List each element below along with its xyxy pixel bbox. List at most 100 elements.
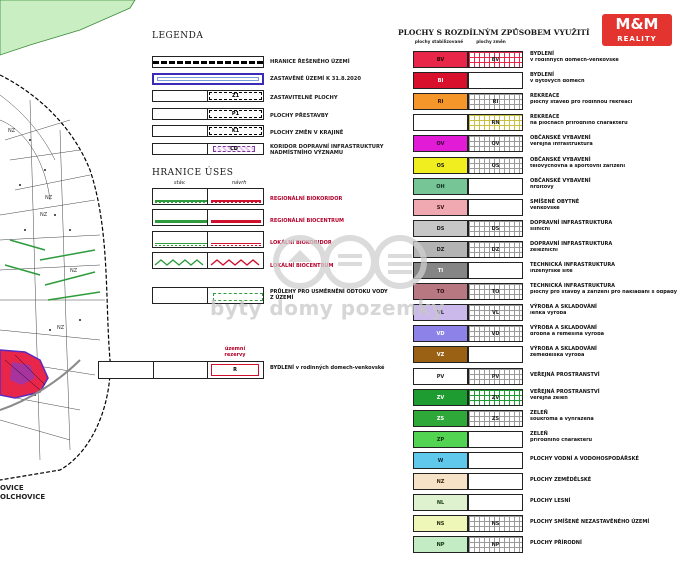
landuse-label-main: ZELEŇ: [530, 431, 548, 437]
landuse-label-main: BYDLENÍ: [530, 51, 554, 57]
landuse-swatch-change: [468, 431, 523, 448]
landuse-swatch-change: OV: [468, 135, 523, 152]
landuse-swatch-change: [468, 178, 523, 195]
uses-label: REGIONÁLNÍ BIOKORIDOR: [270, 196, 343, 202]
landuse-label-sub: tělovýchovná a sportovní zařízení: [530, 164, 626, 169]
landuse-col-change: plochy změn: [476, 39, 506, 44]
landuse-label-main: VÝROBA A SKLADOVÁNÍ: [530, 325, 597, 331]
legend-swatch-buildable: Z1: [152, 90, 264, 102]
legend-label: HRANICE ŘEŠENÉHO ÚZEMÍ: [270, 59, 350, 65]
legend-title: LEGENDA: [152, 31, 204, 41]
reserve-label: BYDLENÍ v rodinných domech-venkovské: [270, 365, 385, 371]
landuse-label-main: REKREACE: [530, 114, 560, 120]
landuse-label-main: PLOCHY VODNÍ A VODOHOSPODÁŘSKÉ: [530, 456, 639, 462]
legend-swatch-boundary: [152, 56, 264, 68]
landuse-label-main: PLOCHY LESNÍ: [530, 498, 571, 504]
landuse-swatch-change: [468, 452, 523, 469]
landuse-swatch-stabilized: VL: [413, 304, 468, 321]
landuse-label-sub: zemědělská výroba: [530, 353, 585, 358]
landuse-swatch-change: VD: [468, 325, 523, 342]
legend-label: ZASTAVITELNÉ PLOCHY: [270, 95, 338, 101]
landuse-title: PLOCHY S ROZDÍLNÝM ZPŮSOBEM VYUŽITÍ: [398, 28, 590, 37]
landuse-label-sub: v bytových domech: [530, 79, 585, 84]
landuse-swatch-change: OS: [468, 157, 523, 174]
legend-label: PLOCHY PŘESTAVBY: [270, 113, 329, 119]
landuse-swatch-change: TO: [468, 283, 523, 300]
landuse-label-main: OBČANSKÉ VYBAVENÍ: [530, 178, 591, 184]
map-zone-mark: NZ: [40, 212, 48, 218]
landuse-label-main: ZELEŇ: [530, 410, 548, 416]
uses-col-proposed: návrh: [232, 180, 247, 186]
landuse-label-main: VÝROBA A SKLADOVÁNÍ: [530, 346, 597, 352]
landuse-label-sub: inženýrské sítě: [530, 269, 573, 274]
uses-label: LOKÁLNÍ BIOKORIDOR: [270, 240, 332, 246]
map-zone-mark: NZ: [57, 325, 65, 331]
landuse-label-main: REKREACE: [530, 93, 560, 99]
landuse-label-main: PLOCHY PŘÍRODNÍ: [530, 540, 582, 546]
landuse-label-main: DOPRAVNÍ INFRASTRUKTURA: [530, 220, 613, 226]
reserve-swatch: R: [98, 361, 264, 379]
landuse-label-sub: veřejná infrastruktura: [530, 142, 593, 147]
legend-swatch-landscape-change: K1: [152, 125, 264, 137]
landuse-label-main: PLOCHY ZEMĚDĚLSKÉ: [530, 477, 592, 483]
uses-title: HRANICE ÚSES: [152, 168, 234, 178]
uses-swatch-reg-corridor: [152, 188, 264, 205]
landuse-label-main: OBČANSKÉ VYBAVENÍ: [530, 135, 591, 141]
landuse-label-main: DOPRAVNÍ INFRASTRUKTURA: [530, 241, 613, 247]
landuse-swatch-stabilized: [413, 114, 468, 131]
landuse-swatch-change: ZV: [468, 389, 523, 406]
uses-swatch-loc-corridor: [152, 231, 264, 248]
landuse-swatch-stabilized: NS: [413, 515, 468, 532]
landuse-swatch-stabilized: BV: [413, 51, 468, 68]
landuse-label-sub: silniční: [530, 227, 550, 232]
landuse-swatch-change: ZS: [468, 410, 523, 427]
watermark-text: byty domy pozemky: [210, 296, 445, 320]
landuse-swatch-stabilized: VZ: [413, 346, 468, 363]
landuse-swatch-change: PV: [468, 368, 523, 385]
legend-swatch-redevelopment: P1: [152, 108, 264, 120]
map-zone-mark: NZ: [45, 195, 53, 201]
landuse-swatch-change: NP: [468, 536, 523, 553]
landuse-label-main: TECHNICKÁ INFRASTRUKTURA: [530, 283, 616, 289]
landuse-swatch-stabilized: OH: [413, 178, 468, 195]
landuse-swatch-change: [468, 199, 523, 216]
logo-sub: REALITY: [617, 35, 657, 43]
logo-brand: M&M: [615, 15, 659, 33]
landuse-label-sub: drobná a řemeslná výroba: [530, 332, 605, 337]
landuse-label-main: OBČANSKÉ VYBAVENÍ: [530, 157, 591, 163]
landuse-swatch-change: [468, 346, 523, 363]
legend-label: PLOCHY ZMĚN V KRAJINĚ: [270, 130, 344, 136]
landuse-swatch-change: BV: [468, 51, 523, 68]
uses-label: LOKÁLNÍ BIOCENTRUM: [270, 263, 334, 269]
landuse-label-sub: plochy staveb pro rodinnou rekreaci: [530, 100, 633, 105]
landuse-swatch-change: NS: [468, 515, 523, 532]
reserve-header: územní rezervy: [224, 346, 246, 358]
landuse-swatch-stabilized: BI: [413, 72, 468, 89]
landuse-label-sub: na plochách přírodního charakteru: [530, 121, 628, 126]
map-town-label: OVICE: [0, 484, 24, 492]
landuse-swatch-stabilized: VD: [413, 325, 468, 342]
landuse-label-main: SMÍŠENÉ OBYTNÉ: [530, 199, 580, 205]
landuse-swatch-stabilized: ZV: [413, 389, 468, 406]
map-zone-mark: NZ: [70, 268, 78, 274]
landuse-label-sub: soukromá a vyhrazená: [530, 417, 594, 422]
map-excerpt: [0, 0, 140, 568]
legend-swatch-built-up: [152, 73, 264, 85]
landuse-swatch-stabilized: SV: [413, 199, 468, 216]
landuse-swatch-change: [468, 262, 523, 279]
landuse-swatch-change: DS: [468, 220, 523, 237]
legend-label: KORIDOR DOPRAVNÍ INFRASTRUKTURY NADMÍSTN…: [270, 144, 384, 156]
landuse-label-main: VEŘEJNÁ PROSTRANSTVÍ: [530, 372, 600, 378]
landuse-swatch-stabilized: DZ: [413, 241, 468, 258]
landuse-label-main: PLOCHY SMÍŠENÉ NEZASTAVĚNÉHO ÚZEMÍ: [530, 519, 650, 525]
map-town-label: OLCHOVICE: [0, 493, 46, 501]
landuse-swatch-stabilized: OV: [413, 135, 468, 152]
landuse-label-main: VEŘEJNÁ PROSTRANSTVÍ: [530, 389, 600, 395]
uses-swatch-loc-biocentre: [152, 252, 264, 269]
landuse-swatch-change: [468, 72, 523, 89]
landuse-swatch-stabilized: W: [413, 452, 468, 469]
landuse-label-main: BYDLENÍ: [530, 72, 554, 78]
landuse-swatch-stabilized: ZP: [413, 431, 468, 448]
landuse-swatch-stabilized: OS: [413, 157, 468, 174]
landuse-label-sub: veřejná zeleň: [530, 396, 568, 401]
